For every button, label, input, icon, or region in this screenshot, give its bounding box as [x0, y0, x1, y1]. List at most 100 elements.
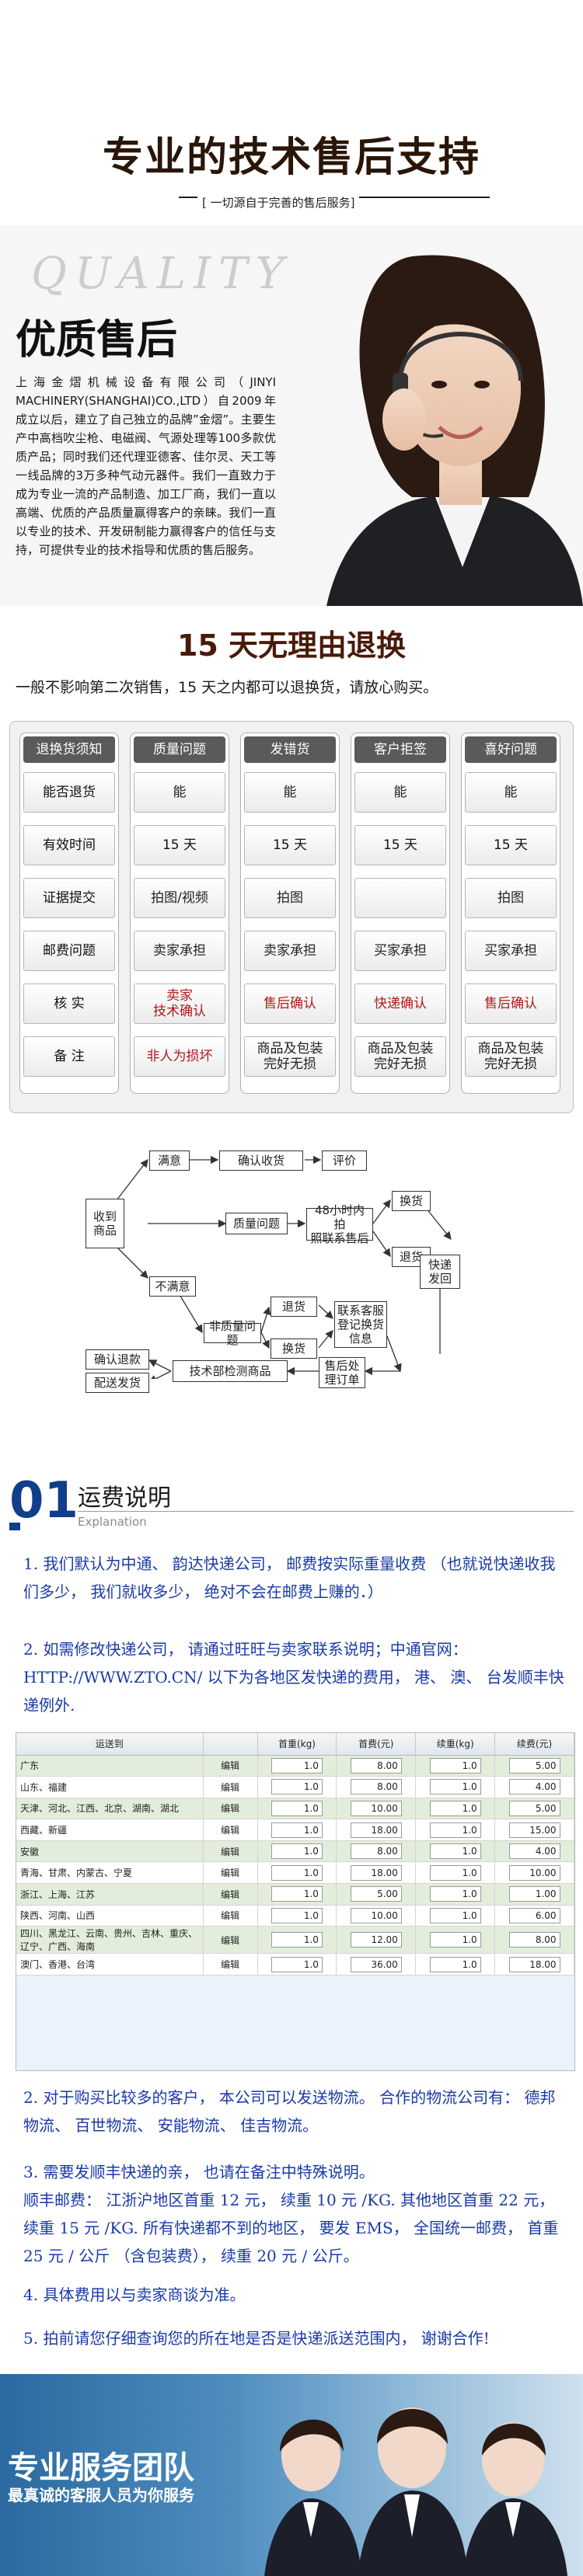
edit-link[interactable]: 编辑 — [203, 1755, 258, 1777]
edit-link[interactable]: 编辑 — [203, 1819, 258, 1841]
return-policy-title: 15 天无理由退换 — [176, 628, 407, 663]
first-weight-input[interactable]: 1.0 — [271, 1843, 323, 1860]
add-weight-input[interactable]: 1.0 — [429, 1779, 481, 1795]
add-weight-input[interactable]: 1.0 — [429, 1843, 481, 1860]
add-fee-input[interactable]: 18.00 — [508, 1956, 560, 1972]
first-fee-input[interactable]: 5.00 — [350, 1886, 402, 1902]
add-weight-input[interactable]: 1.0 — [429, 1864, 481, 1881]
flow-node-contact-service: 联系客服 登记换货 信息 — [334, 1301, 387, 1348]
add-fee-input[interactable]: 5.00 — [508, 1757, 560, 1774]
flow-node-exchange: 换货 — [392, 1191, 431, 1211]
policy-cell: 15 天 — [465, 825, 557, 865]
banner-subtitle: 最真诚的客服人员为你服务 — [8, 2486, 194, 2505]
policy-cell: 商品及包装 完好无损 — [244, 1036, 336, 1077]
edit-link[interactable]: 编辑 — [203, 1840, 258, 1863]
quality-watermark-word: QUALITY — [31, 249, 292, 299]
rate-region: 浙江、上海、江苏 — [16, 1883, 204, 1906]
flow-node-quality-issue: 质量问题 — [225, 1213, 288, 1234]
policy-cell: 有效时间 — [23, 825, 115, 865]
first-weight-input[interactable]: 1.0 — [271, 1956, 323, 1972]
first-weight-input[interactable]: 1.0 — [271, 1907, 323, 1923]
first-weight-input[interactable]: 1.0 — [271, 1757, 323, 1774]
first-weight-input[interactable]: 1.0 — [271, 1886, 323, 1902]
add-weight-input[interactable]: 1.0 — [429, 1956, 481, 1972]
edit-link[interactable]: 编辑 — [203, 1861, 258, 1885]
add-weight-input[interactable]: 1.0 — [429, 1932, 481, 1948]
add-weight-input[interactable]: 1.0 — [429, 1757, 481, 1774]
first-fee-input[interactable]: 8.00 — [350, 1843, 402, 1860]
edit-link[interactable]: 编辑 — [203, 1776, 258, 1798]
freight-note-5: 4. 具体费用以与卖家商谈为准。 — [23, 2285, 246, 2304]
page-subtitle: [ 一切源自于完善的售后服务] — [197, 194, 360, 211]
add-fee-input[interactable]: 6.00 — [508, 1907, 560, 1923]
first-fee-input[interactable]: 18.00 — [350, 1864, 402, 1881]
policy-cell: 能否退货 — [23, 772, 115, 813]
first-fee-input[interactable]: 10.00 — [350, 1800, 402, 1816]
first-weight-input[interactable]: 1.0 — [271, 1779, 323, 1795]
add-fee-input[interactable]: 10.00 — [508, 1864, 560, 1881]
policy-cell: 快递确认 — [354, 983, 446, 1024]
service-team-banner: 专业服务团队 最真诚的客服人员为你服务 — [0, 2374, 583, 2576]
edit-link[interactable]: 编辑 — [203, 1905, 258, 1927]
edit-link[interactable]: 编辑 — [203, 1926, 258, 1955]
first-fee-input[interactable]: 10.00 — [350, 1907, 402, 1923]
add-fee-input[interactable]: 1.00 — [508, 1886, 560, 1902]
flow-node-tech-check: 技术部检测商品 — [173, 1360, 288, 1382]
first-weight-input[interactable]: 1.0 — [271, 1932, 323, 1948]
first-fee-input[interactable]: 18.00 — [350, 1822, 402, 1838]
edit-link[interactable]: 编辑 — [203, 1953, 258, 1976]
quality-section: QUALITY 优质售后 上海金熠机械设备有限公司（JINYI MACHINER… — [0, 225, 583, 606]
flow-node-receive: 收到 商品 — [86, 1199, 124, 1248]
add-weight-input[interactable]: 1.0 — [429, 1800, 481, 1816]
policy-cell: 非人为损坏 — [134, 1036, 225, 1077]
first-fee-input[interactable]: 12.00 — [350, 1932, 402, 1948]
return-policy-table: 退换货须知 能否退货 有效时间 证据提交 邮费问题 核 实 备 注 质量问题 能… — [9, 721, 574, 1113]
add-fee-input[interactable]: 15.00 — [508, 1822, 560, 1838]
policy-cell: 商品及包装 完好无损 — [354, 1036, 446, 1077]
add-weight-input[interactable]: 1.0 — [429, 1822, 481, 1838]
rate-header-first-weight: 首重(kg) — [257, 1733, 337, 1756]
rate-region: 天津、河北、江西、北京、湖南、湖北 — [16, 1798, 204, 1820]
add-weight-input[interactable]: 1.0 — [429, 1886, 481, 1902]
edit-link[interactable]: 编辑 — [203, 1798, 258, 1820]
first-weight-input[interactable]: 1.0 — [271, 1800, 323, 1816]
flow-node-exchange2: 换货 — [271, 1338, 317, 1359]
rate-region: 澳门、香港、台湾 — [16, 1953, 204, 1976]
freight-note-2: 2. 如需修改快递公司， 请通过旺旺与卖家联系说明；中通官网：HTTP://WW… — [23, 1640, 564, 1714]
policy-column-wrong-item: 发错货 能 15 天 拍图 卖家承担 售后确认 商品及包装 完好无损 — [240, 733, 340, 1094]
policy-cell: 能 — [244, 772, 336, 813]
add-fee-input[interactable]: 4.00 — [508, 1779, 560, 1795]
policy-cell: 备 注 — [23, 1036, 115, 1077]
policy-cell: 售后确认 — [465, 983, 557, 1024]
section-number-accent — [9, 1523, 20, 1530]
rate-region: 安徽 — [16, 1840, 204, 1863]
policy-column-quality: 质量问题 能 15 天 拍图/视频 卖家承担 卖家 技术确认 非人为损坏 — [130, 733, 229, 1094]
freight-note-6: 5. 拍前请您仔细查询您的所在地是否是快递派送范围内， 谢谢合作! — [23, 2329, 490, 2348]
add-fee-input[interactable]: 5.00 — [508, 1800, 560, 1816]
policy-cell: 售后确认 — [244, 983, 336, 1024]
table-row: 安徽编辑 1.0 8.00 1.0 4.00 — [16, 1840, 574, 1863]
add-fee-input[interactable]: 8.00 — [508, 1932, 560, 1948]
first-fee-input[interactable]: 36.00 — [350, 1956, 402, 1972]
first-weight-input[interactable]: 1.0 — [271, 1864, 323, 1881]
first-weight-input[interactable]: 1.0 — [271, 1822, 323, 1838]
flow-node-evaluate: 评价 — [322, 1150, 367, 1171]
flow-node-not-satisfied: 不满意 — [149, 1276, 196, 1297]
return-policy-intro: 一般不影响第二次销售，15 天之内都可以退换货，请放心购买。 — [16, 679, 438, 696]
rate-region: 山东、福建 — [16, 1776, 204, 1798]
freight-section-title-en: Explanation — [78, 1515, 147, 1529]
policy-cell: 邮费问题 — [23, 931, 115, 971]
add-fee-input[interactable]: 4.00 — [508, 1843, 560, 1860]
edit-link[interactable]: 编辑 — [203, 1883, 258, 1906]
first-fee-input[interactable]: 8.00 — [350, 1757, 402, 1774]
customer-service-woman-image — [326, 255, 583, 606]
quality-heading: 优质售后 — [16, 317, 178, 364]
add-weight-input[interactable]: 1.0 — [429, 1907, 481, 1923]
freight-note-3: 2. 对于购买比较多的客户， 本公司可以发送物流。 合作的物流公司有： 德邦物流… — [23, 2088, 556, 2135]
column-header: 发错货 — [244, 736, 336, 763]
first-fee-input[interactable]: 8.00 — [350, 1779, 402, 1795]
policy-column-preference: 喜好问题 能 15 天 拍图 买家承担 售后确认 商品及包装 完好无损 — [461, 733, 560, 1094]
policy-cell: 拍图 — [465, 878, 557, 918]
